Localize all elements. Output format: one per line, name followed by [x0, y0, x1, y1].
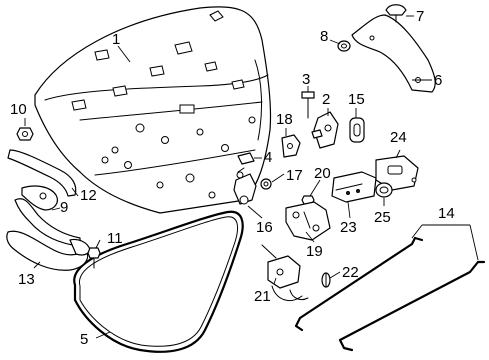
actuator-21 — [261, 244, 309, 301]
callout-3: 3 — [302, 71, 310, 88]
callout-16: 16 — [256, 219, 273, 236]
torsion-rod-lower — [338, 260, 486, 352]
callout-11: 11 — [107, 230, 123, 247]
callout-5: 5 — [80, 331, 88, 348]
bracket-24 — [375, 155, 419, 191]
grommet-8 — [337, 40, 351, 52]
callout-25: 25 — [374, 209, 391, 226]
callout-4: 4 — [264, 149, 272, 166]
switch-25 — [375, 182, 393, 198]
clip-7 — [385, 4, 407, 23]
callout-21: 21 — [254, 288, 271, 305]
callout-2: 2 — [322, 91, 330, 108]
callout-12: 12 — [80, 187, 97, 204]
callout-24: 24 — [390, 129, 407, 146]
plug-22 — [321, 272, 331, 288]
callout-10: 10 — [10, 101, 27, 118]
callout-7: 7 — [416, 8, 424, 25]
trunk-hinge-upper — [7, 149, 77, 211]
callout-6: 6 — [434, 72, 442, 89]
bumper-15 — [349, 117, 365, 143]
latch-18 — [281, 134, 301, 158]
bolt-11 — [87, 247, 101, 269]
callout-14: 14 — [438, 205, 455, 222]
latch-striker-2 — [311, 111, 339, 149]
torsion-rod-upper — [294, 236, 424, 332]
callout-23: 23 — [340, 219, 357, 236]
trunk-lid — [34, 6, 272, 214]
callout-1: 1 — [112, 31, 120, 48]
callout-9: 9 — [60, 199, 68, 216]
bumper-4 — [237, 152, 255, 165]
callout-17: 17 — [286, 167, 303, 184]
release-motor-19 — [285, 201, 331, 241]
callout-20: 20 — [314, 165, 331, 182]
callout-18: 18 — [276, 111, 293, 128]
callout-15: 15 — [348, 91, 365, 108]
trunk-hinge-lower — [6, 230, 91, 271]
control-module-23 — [331, 171, 377, 203]
trim-bracket — [351, 14, 436, 93]
nut-17 — [260, 178, 272, 190]
callout-19: 19 — [306, 243, 323, 260]
bolt-3 — [301, 91, 315, 119]
leader-lines — [24, 15, 479, 339]
callout-22: 22 — [342, 264, 359, 281]
callout-8: 8 — [320, 28, 328, 45]
trunk-weatherstrip — [73, 210, 244, 353]
callout-13: 13 — [18, 271, 35, 288]
bolt-10 — [16, 127, 34, 141]
callout-labels: 1 2 3 4 5 6 7 8 9 10 11 12 13 14 15 16 1… — [10, 8, 455, 348]
lamp-16 — [233, 167, 257, 205]
